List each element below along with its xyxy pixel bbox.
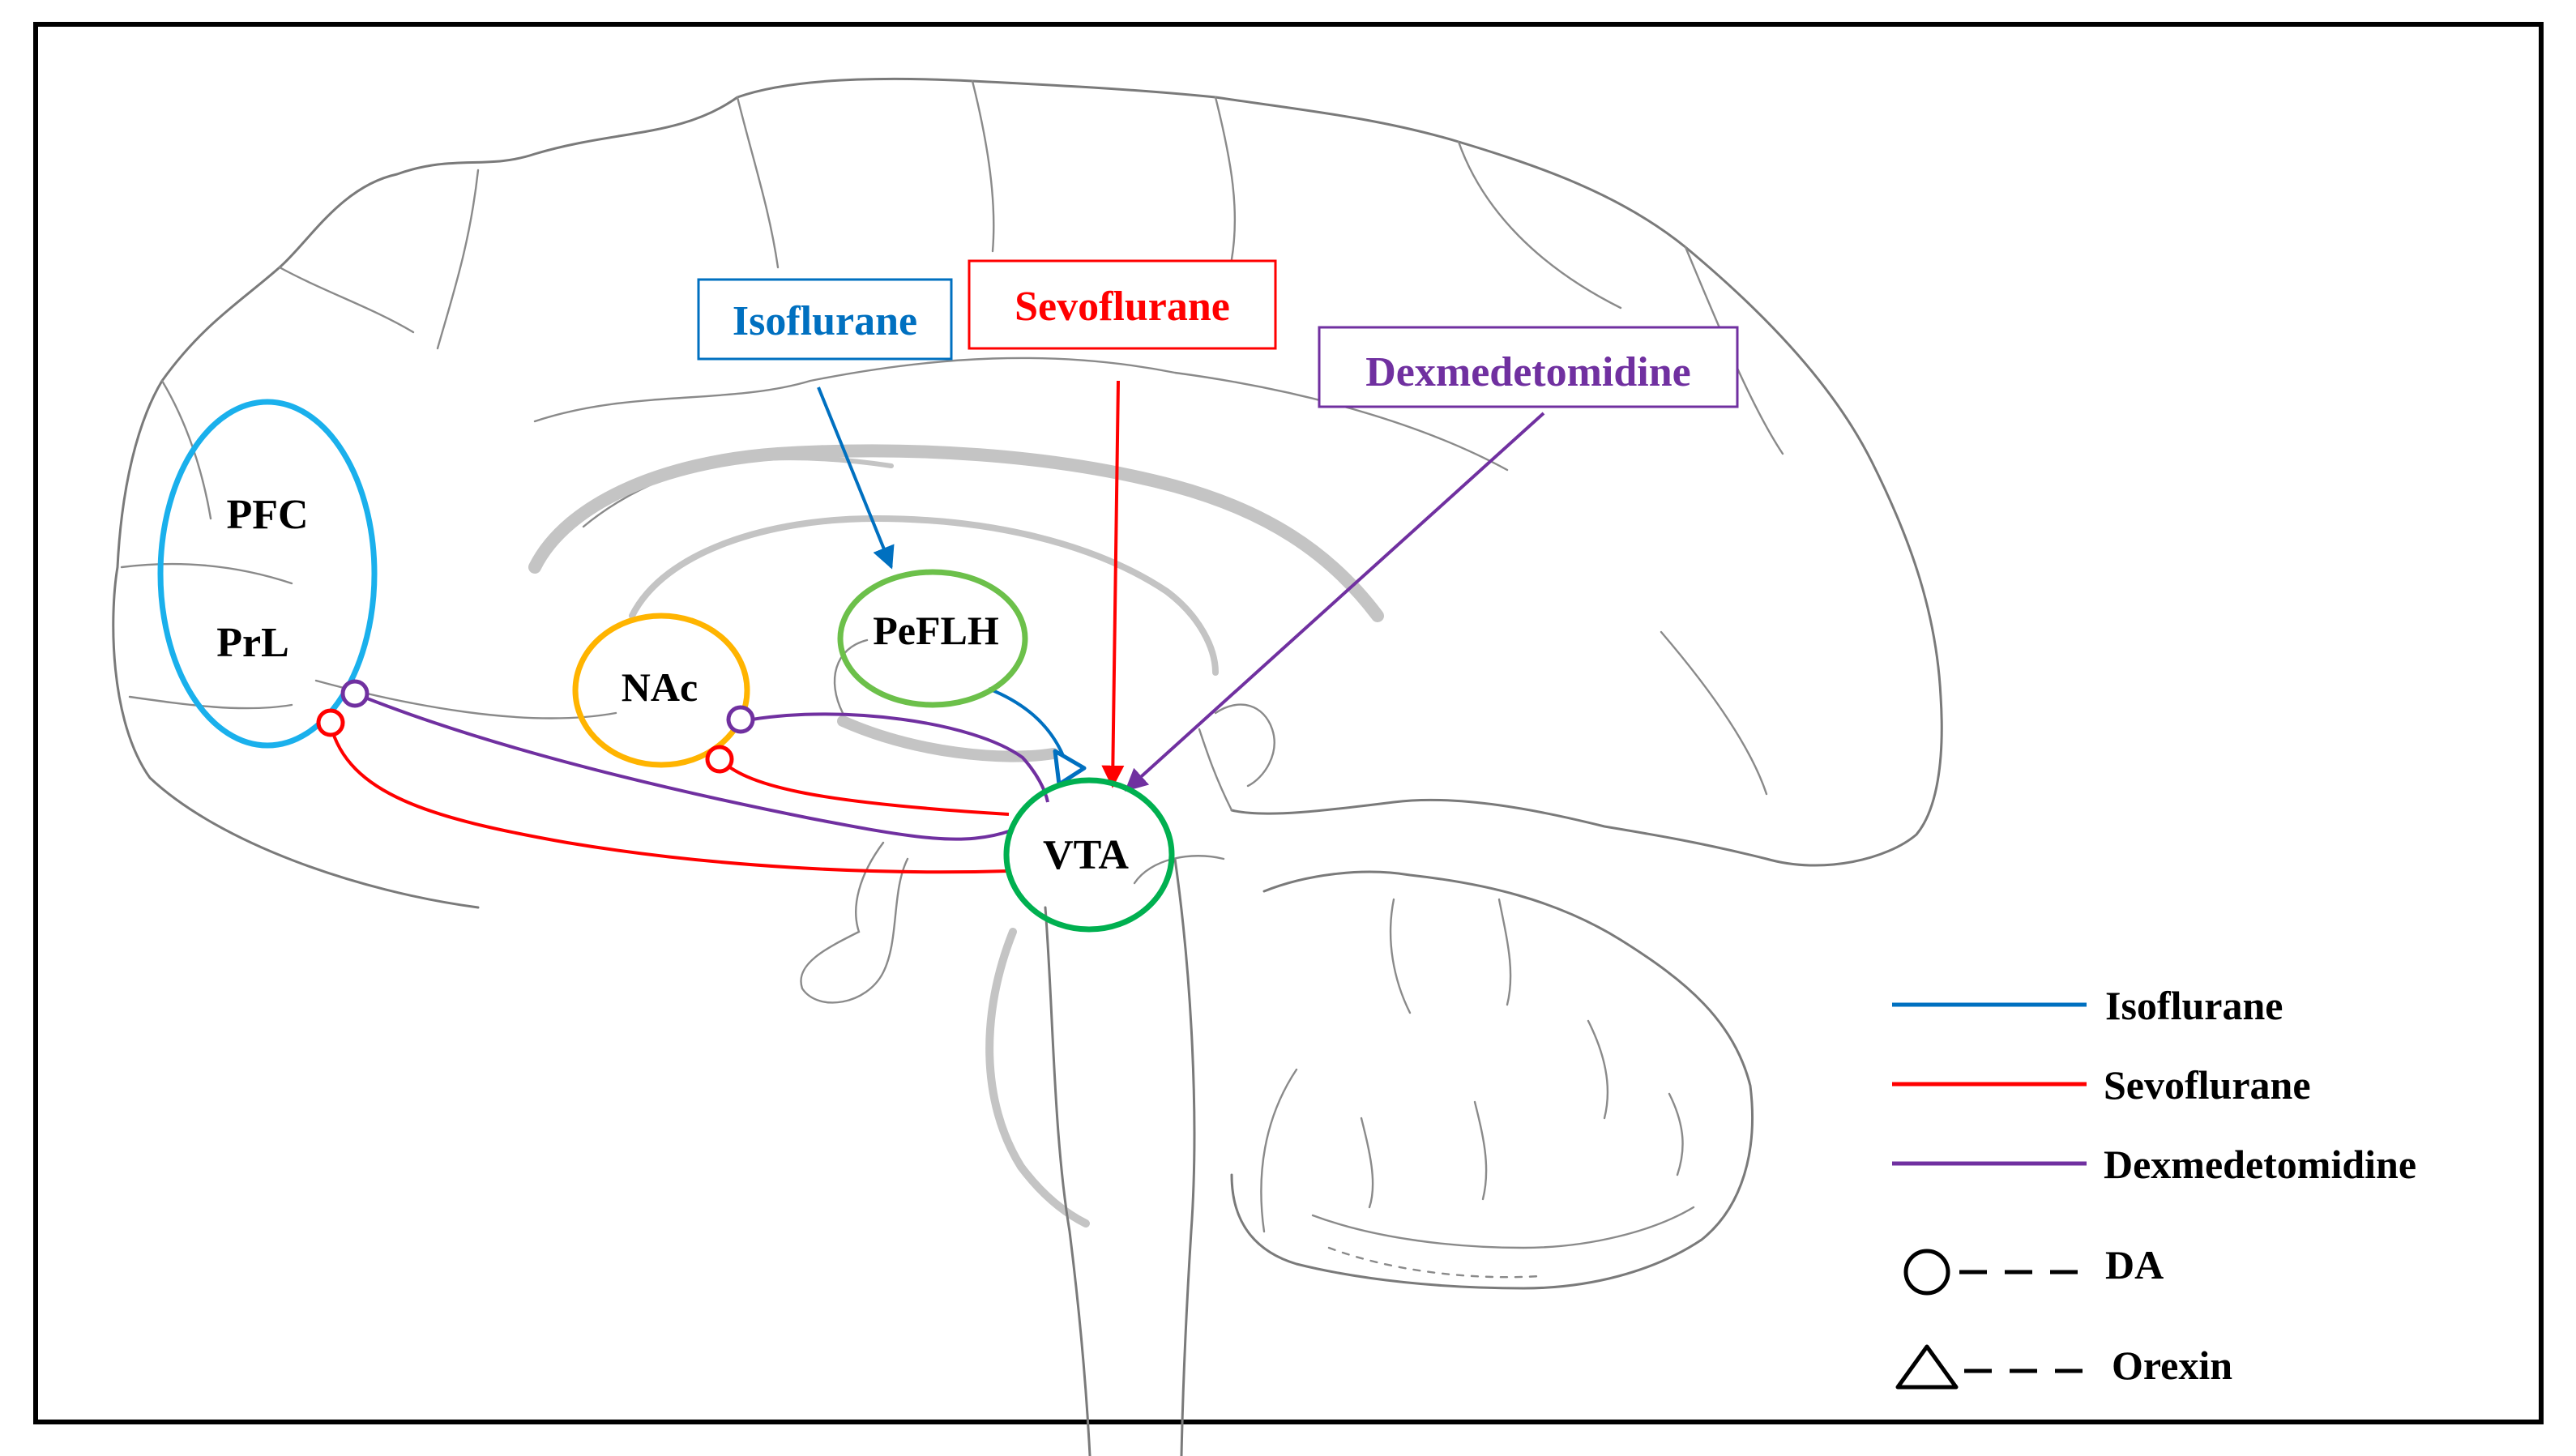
- prl-vta-dexmedetomidine-projection: [362, 695, 1012, 841]
- sevoflurane-arrow: [1101, 380, 1125, 788]
- isoflurane-box-label: Isoflurane: [733, 298, 917, 344]
- legend: Isoflurane Sevoflurane Dexmedetomidine D…: [1892, 983, 2416, 1390]
- isoflurane-arrow: [817, 386, 895, 570]
- nac-da-terminal-red: [705, 745, 734, 774]
- legend-sevoflurane-label: Sevoflurane: [2104, 1062, 2311, 1108]
- peflh-label: PeFLH: [873, 608, 999, 653]
- isoflurane-box: Isoflurane: [697, 278, 953, 361]
- legend-da-label: DA: [2105, 1242, 2164, 1287]
- vta-ring: [1003, 777, 1175, 933]
- vta-label: VTA: [1043, 832, 1129, 878]
- peflh-ring: [837, 569, 1028, 708]
- nac-ring: [572, 613, 750, 768]
- legend-dexmedetomidine-label: Dexmedetomidine: [2104, 1142, 2416, 1187]
- nac-vta-dexmedetomidine-projection: [751, 712, 1049, 803]
- nac-da-terminal-purple: [726, 705, 755, 734]
- dexmedetomidine-arrow: [1124, 412, 1545, 792]
- prl-da-terminal-purple: [340, 679, 370, 708]
- peflh-vta-orexin-projection: [988, 687, 1067, 762]
- dexmedetomidine-box: Dexmedetomidine: [1318, 326, 1739, 408]
- prl-da-terminal-red: [316, 708, 345, 737]
- nac-vta-sevoflurane-projection: [716, 756, 1010, 816]
- pfc-label: PFC: [226, 492, 308, 538]
- prl-vta-sevoflurane-projection: [329, 724, 1010, 874]
- dexmedetomidine-box-label: Dexmedetomidine: [1365, 349, 1690, 395]
- legend-orexin-triangle-icon: [1895, 1344, 1959, 1390]
- legend-orexin-label: Orexin: [2112, 1343, 2232, 1388]
- legend-da-circle-icon: [1903, 1249, 1950, 1296]
- nac-label: NAc: [622, 664, 698, 710]
- orexin-terminal-triangle: [1053, 749, 1087, 787]
- legend-isoflurane-label: Isoflurane: [2105, 983, 2283, 1028]
- prl-label: PrL: [216, 620, 289, 666]
- figure-frame: [33, 22, 2544, 1424]
- sevoflurane-box-label: Sevoflurane: [1015, 284, 1230, 330]
- sevoflurane-box: Sevoflurane: [968, 259, 1277, 350]
- pfc-prl-ring: [157, 399, 378, 749]
